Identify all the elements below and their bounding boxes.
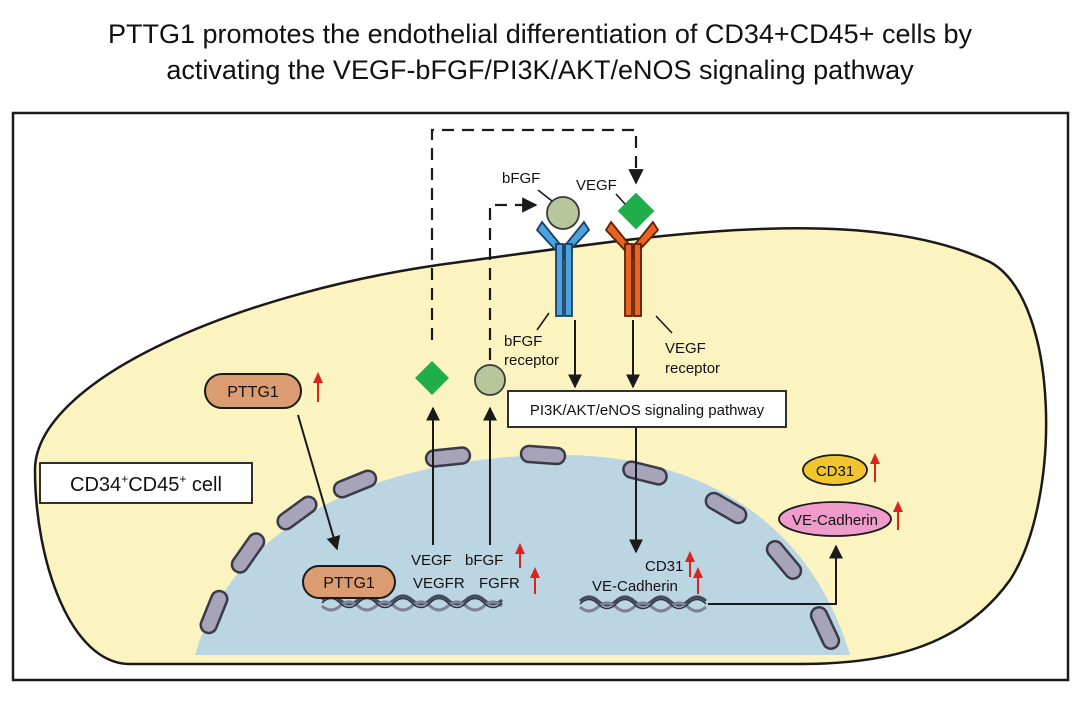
bfgf-gene-up-arrow — [515, 543, 525, 568]
vegf-receptor-label-2: receptor — [665, 360, 720, 377]
bfgf-ligand-bound — [546, 196, 580, 230]
vegf-ligand-label: VEGF — [576, 177, 617, 194]
pttg1-cytoplasmic-label: PTTG1 — [227, 384, 279, 401]
pttg1-nuclear-label: PTTG1 — [323, 575, 375, 592]
fgfr-gene-up-arrow — [530, 567, 540, 594]
cd31-gene-label: CD31 — [645, 558, 683, 575]
bfgf-receptor-pointer — [536, 312, 550, 331]
bfgf-ligand-pointer — [537, 189, 553, 202]
bfgf-secretion-dashed-arrow — [488, 197, 538, 360]
vegf-receptor-pointer — [655, 315, 673, 334]
vegf-gene-label: VEGF — [411, 552, 452, 569]
cd31-protein — [802, 454, 868, 486]
vegf-receptor — [604, 220, 660, 317]
diagram-frame — [11, 111, 1070, 682]
vecadherin-gene-up-arrow — [693, 567, 703, 594]
vegf-ligand-pointer — [615, 193, 626, 205]
cell-type-label: CD34+CD45+ cell — [70, 472, 222, 496]
bfgf-receptor — [535, 220, 591, 317]
vecadherin-protein-label: VE-Cadherin — [792, 512, 878, 529]
vegf-secretion-dashed-arrow — [430, 128, 644, 340]
cd31-protein-up-arrow — [870, 453, 880, 482]
cd31-gene-up-arrow — [685, 551, 695, 577]
dna-helix-left — [321, 594, 503, 612]
diagram-title: PTTG1 promotes the endothelial different… — [0, 16, 1080, 88]
marker-expression-arrow — [708, 544, 843, 605]
bfgf-ligand-label: bFGF — [502, 170, 540, 187]
vegf-receptor-label-1: VEGF — [665, 340, 706, 357]
vecadherin-protein-up-arrow — [893, 501, 903, 530]
vecadherin-gene-label: VE-Cadherin — [592, 578, 678, 595]
vegf-ligand-bound — [617, 192, 655, 230]
vecadherin-protein — [778, 501, 892, 537]
cd31-protein-label: CD31 — [816, 463, 854, 480]
bfgf-receptor-label-1: bFGF — [504, 333, 542, 350]
fgfr-gene-label: FGFR — [479, 575, 520, 592]
pathway-label: PI3K/AKT/eNOS signaling pathway — [530, 402, 765, 419]
title-line-1: PTTG1 promotes the endothelial different… — [108, 19, 972, 49]
pttg1-translocation-arrow — [297, 414, 341, 551]
title-line-2: activating the VEGF-bFGF/PI3K/AKT/eNOS s… — [166, 55, 914, 85]
pttg1-up-arrow — [313, 372, 323, 402]
pttg1-cytoplasmic — [204, 373, 302, 409]
vegfr-gene-label: VEGFR — [413, 575, 465, 592]
bfgf-gene-label: bFGF — [465, 552, 503, 569]
dna-helix-right — [579, 595, 707, 613]
bfgf-receptor-label-2: receptor — [504, 352, 559, 369]
pttg1-nuclear — [302, 565, 396, 599]
nuclear-membrane — [199, 444, 841, 650]
pathway-box — [507, 390, 787, 428]
cell-type-label-box — [39, 462, 253, 504]
bfgf-ligand-secreted — [474, 364, 506, 396]
